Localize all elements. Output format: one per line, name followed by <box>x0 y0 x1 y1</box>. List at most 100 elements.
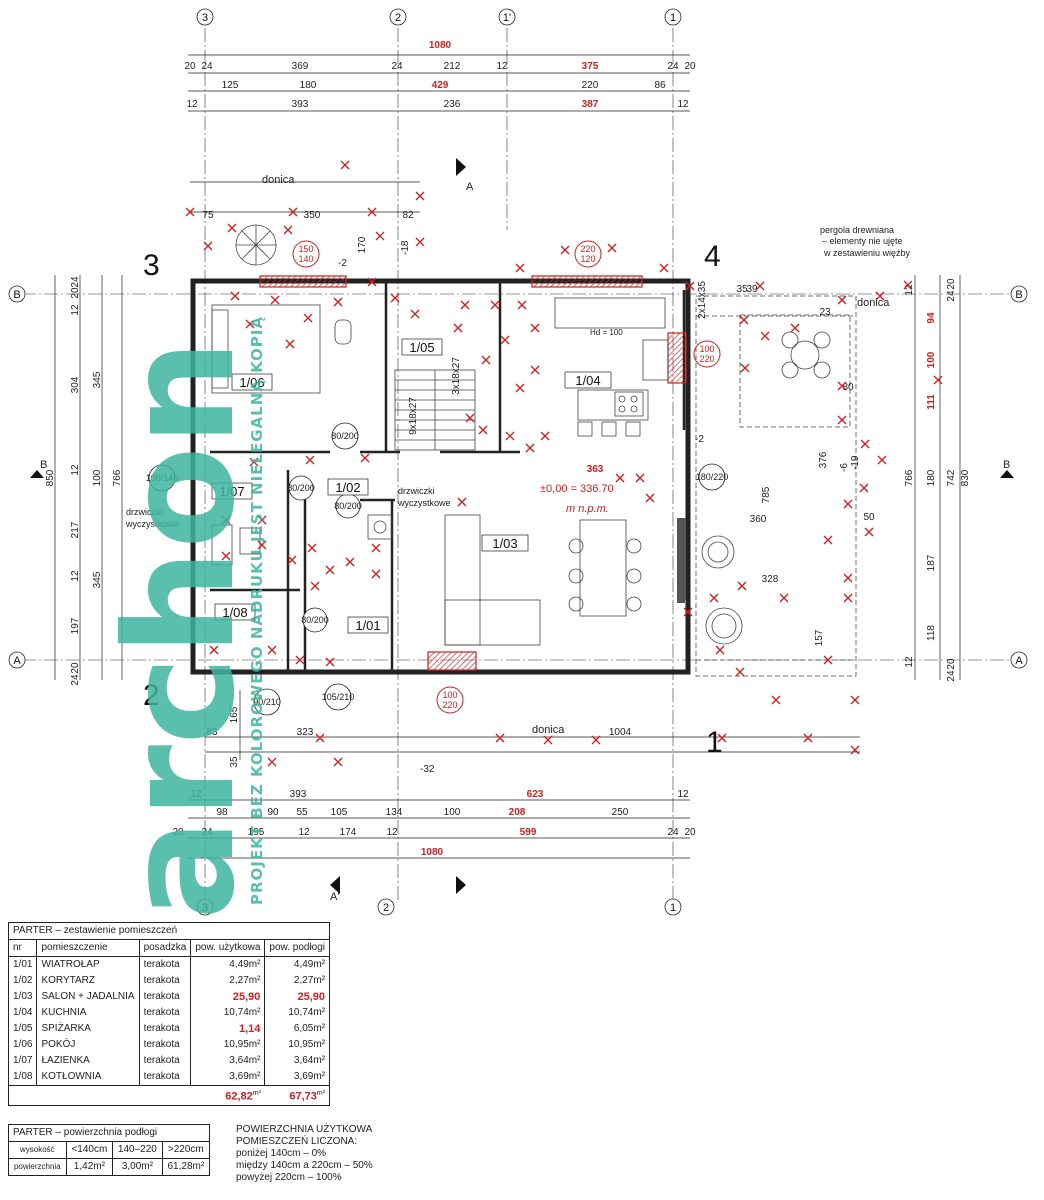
x-marker <box>481 355 491 365</box>
floor-table-area-head: powierzchnia <box>8 1158 67 1176</box>
table-cell: 2,27m² <box>190 973 266 989</box>
x-marker <box>760 331 770 341</box>
opening-tag-150: 150 <box>298 244 313 254</box>
dim-top-r3-e: 12 <box>677 99 689 110</box>
dim-left-766: 766 <box>112 469 123 486</box>
x-marker <box>295 655 305 665</box>
x-marker <box>709 593 719 603</box>
table-cell: 4,49m² <box>293 959 326 970</box>
x-marker <box>267 757 277 767</box>
x-marker <box>560 245 570 255</box>
x-marker <box>209 645 219 655</box>
axis-label-left-a: A <box>13 655 21 667</box>
axis-label-bottom-1: 1 <box>670 902 676 914</box>
dim-top-r3-c: 236 <box>444 99 461 110</box>
dim-porch-1004: 1004 <box>609 727 632 738</box>
x-marker <box>415 191 425 201</box>
dim-misc-785: 785 <box>761 486 772 503</box>
dim-left-20a: 20 <box>70 662 81 674</box>
x-marker <box>307 543 317 553</box>
dim-bot-r1-b: 393 <box>290 789 307 800</box>
dim-bot-r3-c: 195 <box>248 827 265 838</box>
x-marker <box>257 540 267 550</box>
room-label-1-06: 1/06 <box>239 375 264 390</box>
x-marker <box>410 309 420 319</box>
x-marker <box>465 413 475 423</box>
legend-line-2: między 140cm a 220cm – 50% <box>236 1160 373 1171</box>
x-marker <box>285 339 295 349</box>
stairs <box>394 369 476 451</box>
label-drzwiczki-left-2: wyczystkowe <box>125 519 179 529</box>
corner-number-1: 1 <box>706 726 723 759</box>
table-cell: 1/07 <box>8 1053 38 1069</box>
dim-bot-r3-d: 12 <box>298 827 310 838</box>
table-cell: 10,74m² <box>190 1005 266 1021</box>
x-marker <box>203 241 213 251</box>
label-level: ±0,00 = 336.70 <box>540 483 614 495</box>
elev-mark-1: -2 <box>338 258 347 269</box>
x-marker <box>823 535 833 545</box>
dim-misc-170: 170 <box>357 236 368 253</box>
dim-misc-360: 360 <box>750 514 767 525</box>
floor-table-caption: PARTER – powierzchnia podłogi <box>8 1124 210 1142</box>
table-cell: terakota <box>139 1069 192 1086</box>
x-marker <box>270 295 280 305</box>
label-pergola-1: pergola drewniana <box>820 225 894 235</box>
dim-right-766: 766 <box>904 469 915 486</box>
x-marker <box>227 223 237 233</box>
x-marker <box>530 323 540 333</box>
x-marker <box>850 745 860 755</box>
x-marker <box>740 363 750 373</box>
x-marker <box>457 497 467 507</box>
x-marker <box>478 425 488 435</box>
x-marker <box>267 645 277 655</box>
elev-mark-2: -18 <box>400 240 411 255</box>
dim-top-r1-f: 12 <box>496 61 508 72</box>
dim-left-850: 850 <box>45 469 56 486</box>
x-marker <box>860 439 870 449</box>
table-cell: terakota <box>139 989 192 1005</box>
rooms-table-header-cell: posadzka <box>139 939 192 957</box>
x-marker <box>517 300 527 310</box>
interior-walls <box>210 282 686 672</box>
x-marker <box>333 757 343 767</box>
stairs-label-b: 3x18x27 <box>451 357 462 395</box>
x-marker <box>221 515 231 525</box>
x-marker <box>490 300 500 310</box>
red-x-markers <box>185 160 943 767</box>
x-marker <box>315 733 325 743</box>
x-marker <box>257 515 267 525</box>
table-cell: 25,90 <box>190 989 266 1005</box>
dim-bot-r3-b: 24 <box>201 827 213 838</box>
x-marker <box>591 735 601 745</box>
dim-misc-23: 23 <box>819 307 831 318</box>
table-cell: 10,95m² <box>190 1037 266 1053</box>
table-cell: 3,64m² <box>190 1053 266 1069</box>
room-label-1-03: 1/03 <box>492 536 517 551</box>
table-cell: SALON + JADALNIA <box>36 989 140 1005</box>
opening-tag-220c: 220 <box>442 700 457 710</box>
dim-misc-376: 376 <box>818 451 829 468</box>
dim-top-r2-e: 86 <box>654 80 666 91</box>
table-cell: 2,27m² <box>293 975 326 986</box>
legend-line-3: powyżej 220cm – 100% <box>236 1172 342 1183</box>
axis-label-top-1: 1 <box>670 12 676 24</box>
legend-title-1: POWIERZCHNIA UŻYTKOWA <box>236 1124 373 1135</box>
grid-lines <box>22 28 1012 900</box>
dim-misc-363: 363 <box>587 464 604 475</box>
dim-misc-82: 82 <box>402 210 414 221</box>
dim-bot-r3-h: 24 <box>667 827 679 838</box>
x-marker <box>360 453 370 463</box>
x-marker <box>221 551 231 561</box>
dim-top-r2-c: 429 <box>432 80 449 91</box>
x-marker <box>837 415 847 425</box>
table-cell: 3,69m² <box>293 1071 326 1082</box>
dim-left-304: 304 <box>70 376 81 393</box>
dim-top-r1-c: 369 <box>292 61 309 72</box>
x-marker <box>460 300 470 310</box>
door-tag-100-140: 100/140 <box>146 473 179 483</box>
floor-table-area-2: 3,00m² <box>112 1158 163 1176</box>
x-marker <box>371 569 381 579</box>
